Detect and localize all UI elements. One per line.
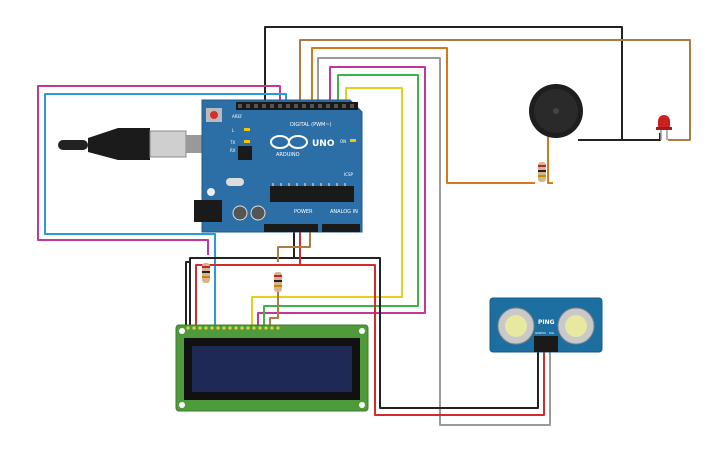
sensor-name: PING: [538, 319, 555, 326]
crystal: [226, 178, 244, 186]
resistor-buzzer: [538, 162, 546, 182]
arduino-logo: [270, 135, 308, 149]
wire-green: [263, 74, 419, 327]
aref-label: AREF: [232, 114, 243, 119]
analog-label: ANALOG IN: [330, 209, 358, 215]
capacitor-1: [232, 205, 248, 221]
wire-black-led: [622, 133, 661, 141]
arduino-uno-board: DIGITAL (PWM~) AREF ARDUINO UNO L TX RX …: [194, 99, 363, 233]
power-header: [264, 224, 318, 232]
power-label: POWER: [294, 209, 313, 215]
lcd-screen: [192, 346, 352, 392]
digital-label: DIGITAL (PWM~): [290, 122, 332, 128]
sensor-pin-gnd: GND: [535, 331, 543, 335]
wire-black-gnd2: [294, 257, 539, 409]
wire-blue-left: [44, 93, 287, 327]
piezo-buzzer: [529, 84, 583, 138]
wire-orange-buzzer-2: [547, 125, 553, 184]
usb-chip: [238, 146, 252, 160]
red-led: [656, 115, 672, 140]
wire-red-lcd: [195, 264, 300, 327]
sensor-pin-sig: SIG: [549, 331, 555, 335]
tx-label: TX: [229, 140, 235, 145]
wire-brown-pot: [277, 230, 311, 262]
wire-brown-led: [299, 39, 691, 141]
icsp-label: ICSP: [344, 172, 354, 177]
wire-red-5v: [299, 230, 545, 416]
analog-header: [322, 224, 360, 232]
model-label: UNO: [312, 139, 335, 149]
power-jack: [194, 200, 222, 222]
led-l-label: L: [232, 128, 235, 133]
wire-black-gnd: [189, 230, 295, 327]
resistor-pot: [274, 272, 282, 292]
brand-label: ARDUINO: [276, 152, 300, 158]
sensor-pin-5v: 5V: [542, 331, 547, 335]
wire-orange-buzzer: [311, 47, 535, 184]
wire-brown-pot2: [269, 290, 279, 327]
capacitor-2: [250, 205, 266, 221]
usb-cable: [58, 128, 204, 160]
wire-gray-sensor: [317, 57, 551, 426]
atmega-chip: [270, 186, 354, 202]
wire-magenta-right: [257, 66, 426, 327]
resistor-lcd: [202, 263, 210, 283]
on-label: ON: [340, 139, 346, 144]
wire-black-lcd2: [185, 261, 190, 327]
wire-black-top: [264, 26, 623, 141]
lcd-16x2: [175, 324, 369, 412]
wire-magenta-left: [37, 85, 281, 255]
ultrasonic-sensor-ping: PING GND 5V SIG: [489, 297, 603, 353]
rx-label: RX: [230, 148, 236, 153]
wire-yellow: [251, 87, 403, 327]
